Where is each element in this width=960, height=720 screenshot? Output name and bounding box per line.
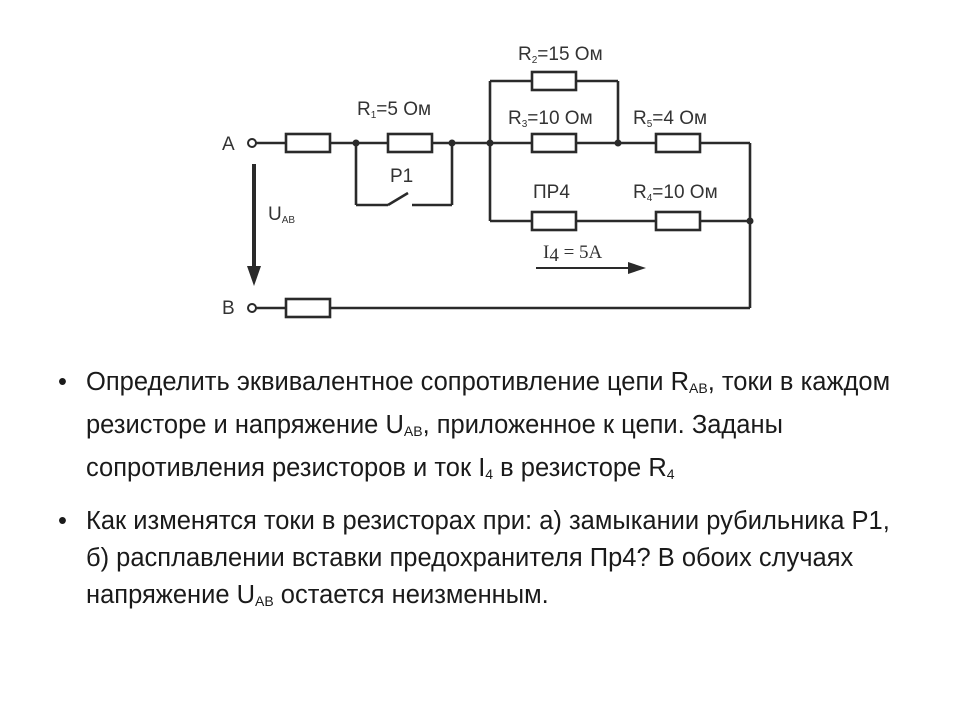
resistor-r4 — [654, 210, 702, 232]
r3-label: R3=10 Ом — [508, 108, 593, 130]
r4-label: R4=10 Ом — [633, 182, 718, 204]
bullet-icon: • — [58, 507, 67, 535]
r1-label: R1=5 Ом — [357, 99, 431, 121]
node — [448, 139, 456, 147]
terminal-a-label: A — [222, 134, 235, 155]
current-arrow — [536, 262, 646, 274]
resistor-r3 — [530, 132, 578, 154]
node — [486, 139, 494, 147]
bullet-icon: • — [58, 368, 67, 396]
switch-label: P1 — [390, 166, 413, 187]
node — [614, 139, 622, 147]
task-item: • Определить эквивалентное сопротивление… — [58, 364, 918, 493]
resistor-r5 — [654, 132, 702, 154]
fuse-pr4 — [530, 210, 578, 232]
terminal-a — [247, 138, 257, 148]
task-text: Как изменятся токи в резисторах при: а) … — [86, 507, 890, 609]
terminal-b-label: B — [222, 298, 235, 319]
node — [352, 139, 360, 147]
voltage-label: UAB — [268, 204, 295, 226]
task-text: Определить эквивалентное сопротивление ц… — [86, 368, 891, 482]
task-item: • Как изменятся токи в резисторах при: а… — [58, 503, 918, 620]
r2-label: R2=15 Ом — [518, 44, 603, 66]
current-label: I4 = 5A — [543, 242, 603, 266]
resistor-r2 — [530, 70, 578, 92]
task-list: • Определить эквивалентное сопротивление… — [58, 364, 918, 630]
switch-p1 — [387, 191, 409, 207]
terminal-b — [247, 303, 257, 313]
circuit-diagram: A B UAB R1=5 Ом R2=15 Ом R3=10 Ом R5=4 О… — [222, 44, 754, 319]
fuse-b — [284, 297, 332, 319]
r5-label: R5=4 Ом — [633, 108, 707, 130]
node — [746, 217, 754, 225]
fuse-a — [284, 132, 332, 154]
resistor-r1 — [386, 132, 434, 154]
voltage-arrow — [247, 164, 261, 286]
fuse-pr4-label: ПР4 — [533, 182, 570, 203]
